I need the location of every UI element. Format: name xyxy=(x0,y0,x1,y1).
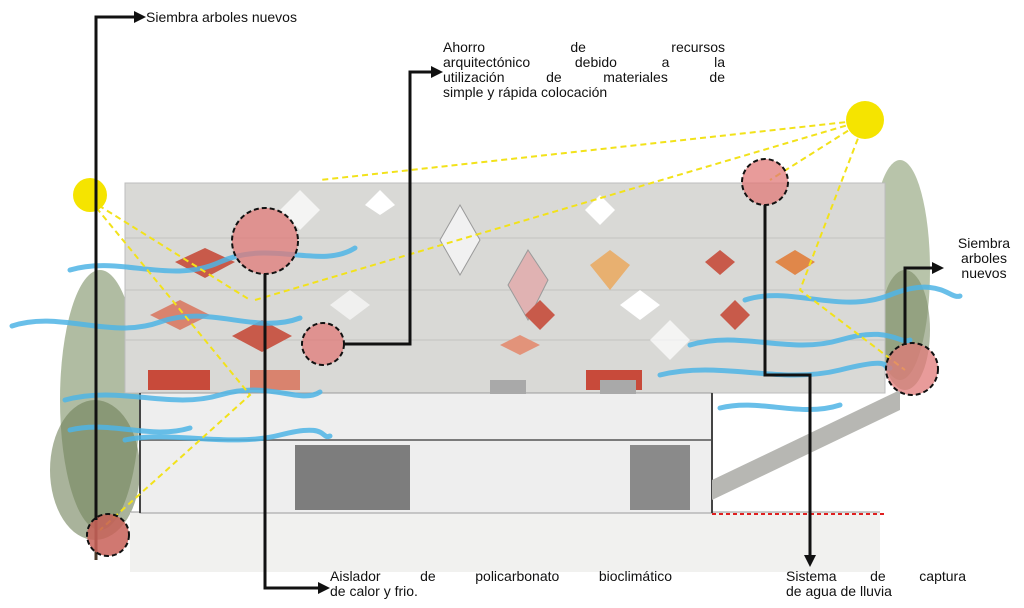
label-line: arquitectónico debido a la xyxy=(443,54,725,70)
highlight-rain-capture xyxy=(741,158,789,206)
label-line: nuevos xyxy=(961,265,1007,281)
highlight-facade-panel xyxy=(231,207,299,275)
label-line: de agua de lluvia xyxy=(786,583,892,599)
sun-rays xyxy=(89,119,906,531)
right-slope xyxy=(712,390,900,500)
label-line: Sistema de captura xyxy=(786,568,966,584)
label-plant-trees-right: Siembra arboles nuevos xyxy=(944,236,1024,281)
ground-strip xyxy=(130,512,880,572)
label-line: arboles xyxy=(961,250,1007,266)
label-rainwater-capture: Sistema de captura de agua de lluvia xyxy=(786,569,966,599)
leader-lines xyxy=(94,15,934,590)
facade xyxy=(124,182,886,394)
label-line: de calor y frio. xyxy=(330,583,418,599)
label-plant-trees-left: Siembra arboles nuevos xyxy=(146,9,297,25)
label-polycarbonate-insulator: Aislador de policarbonato bioclimático d… xyxy=(330,569,672,599)
label-resource-saving: Ahorro de recursos arquitectónico debido… xyxy=(443,40,725,100)
leader-arrowheads xyxy=(134,11,944,594)
sun-left xyxy=(73,178,107,212)
highlight-resource-saving xyxy=(301,322,345,366)
lower-floors xyxy=(139,380,713,514)
sun-right xyxy=(846,101,884,139)
highlight-tree-right xyxy=(885,342,939,396)
label-line: Ahorro de recursos xyxy=(443,39,725,55)
label-line: Aislador de policarbonato bioclimático xyxy=(330,568,672,584)
label-line: Siembra xyxy=(957,235,1011,251)
label-line: utilización de materiales de xyxy=(443,69,725,85)
highlight-tree-left xyxy=(86,513,130,557)
label-line: simple y rápida colocación xyxy=(443,84,608,100)
